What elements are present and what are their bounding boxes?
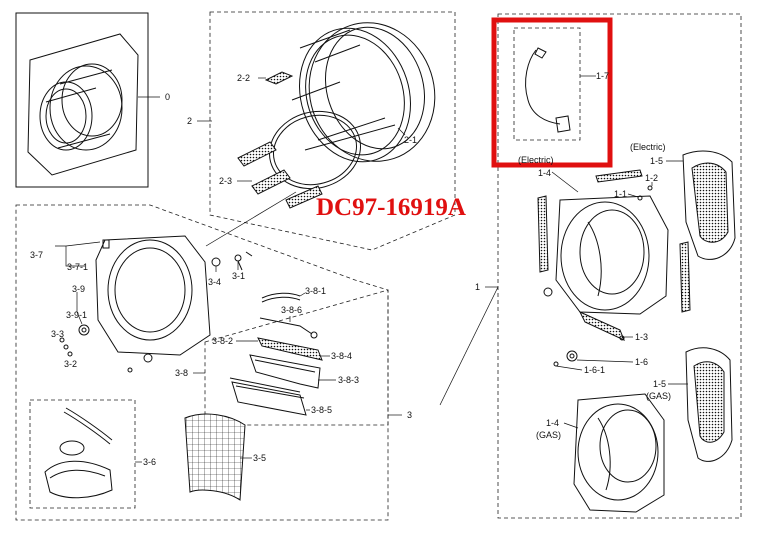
sensor-part[interactable] <box>234 251 253 271</box>
filter-cover-part[interactable] <box>257 337 323 361</box>
felt-seal-part[interactable] <box>264 71 294 85</box>
label-3-2: 3-2 <box>64 359 77 369</box>
screw-part-lower[interactable] <box>127 367 133 373</box>
label-3-8-6: 3-8-6 <box>281 305 302 315</box>
label-1-5-electric: 1-5 <box>650 156 663 166</box>
label-electric: (Electric) <box>630 142 666 152</box>
label-0: 0 <box>165 92 170 102</box>
part-number: DC97-16919A <box>316 194 466 221</box>
lint-filter-part[interactable] <box>184 413 246 501</box>
label-3-1: 3-1 <box>232 271 245 281</box>
roller-part-lower[interactable] <box>143 353 153 363</box>
filter-case-part[interactable] <box>229 377 307 416</box>
door-seal-group-frame <box>29 399 136 509</box>
drum-group-frame <box>209 11 456 251</box>
rear-frame-group-frame <box>497 13 742 519</box>
label-1-7: 1-7 <box>596 71 609 81</box>
rear-bracket-part[interactable] <box>537 169 691 313</box>
screw-1-2[interactable] <box>647 185 653 191</box>
filter-duct-part[interactable] <box>249 354 321 389</box>
label-3-3: 3-3 <box>51 329 64 339</box>
label-2: 2 <box>187 116 192 126</box>
drum-assembly-part[interactable] <box>27 33 139 176</box>
wire-harness-part[interactable] <box>525 47 571 133</box>
label-gas-frame: (GAS) <box>536 430 561 440</box>
label-3-8: 3-8 <box>175 368 188 378</box>
label-3-6: 3-6 <box>143 457 156 467</box>
label-2-3: 2-3 <box>219 176 232 186</box>
drum-assembly-group <box>15 12 160 188</box>
rear-frame-group <box>439 13 742 519</box>
rear-roller-part[interactable] <box>543 287 553 297</box>
highlight-box <box>491 17 613 168</box>
drum-group <box>197 6 456 251</box>
label-1-6: 1-6 <box>635 357 648 367</box>
door-seal-part[interactable] <box>44 407 113 499</box>
filter-seal-part[interactable] <box>261 292 301 303</box>
label-3: 3 <box>407 410 412 420</box>
label-1-6-1: 1-6-1 <box>584 365 605 375</box>
roller-screw-part[interactable] <box>553 361 559 367</box>
label-3-8-5: 3-8-5 <box>311 405 332 415</box>
label-2-2: 2-2 <box>237 73 250 83</box>
label-1-4-electric: 1-4 <box>538 168 551 178</box>
label-electric-small: (Electric) <box>518 155 554 165</box>
label-3-7-1: 3-7-1 <box>67 262 88 272</box>
rear-duct-gas-part[interactable] <box>685 347 733 462</box>
label-3-8-4: 3-8-4 <box>331 351 352 361</box>
harness-frame <box>513 27 581 141</box>
label-3-8-3: 3-8-3 <box>338 375 359 385</box>
drum-lifter-part[interactable] <box>237 141 323 209</box>
filter-housing-frame <box>204 289 389 426</box>
front-frame-part[interactable] <box>95 235 211 356</box>
label-3-4: 3-4 <box>208 277 221 287</box>
screw-1-1[interactable] <box>637 195 643 201</box>
assembly-frame <box>15 12 149 188</box>
bearing-part[interactable] <box>211 257 221 267</box>
label-1: 1 <box>475 282 480 292</box>
rear-duct-electric-part[interactable] <box>682 150 736 260</box>
rear-frame-electric-part[interactable] <box>555 195 669 315</box>
rear-frame-gas-part[interactable] <box>573 393 665 513</box>
label-1-2: 1-2 <box>645 173 658 183</box>
filter-sensor-part[interactable] <box>259 317 318 339</box>
drum-part[interactable] <box>283 14 440 177</box>
screw-part[interactable] <box>59 337 73 357</box>
label-3-8-2: 3-8-2 <box>212 336 233 346</box>
label-gas-duct: (GAS) <box>646 391 671 401</box>
label-1-5-gas: 1-5 <box>653 379 666 389</box>
leader-line <box>205 191 297 247</box>
label-1-3: 1-3 <box>635 332 648 342</box>
roller-part[interactable] <box>78 324 90 336</box>
label-2-1: 2-1 <box>404 135 417 145</box>
label-3-5: 3-5 <box>253 453 266 463</box>
label-3-9: 3-9 <box>72 284 85 294</box>
roller-1-6-part[interactable] <box>566 350 578 362</box>
drum-ring-part[interactable] <box>261 6 453 198</box>
front-frame-group <box>15 204 402 521</box>
heater-part[interactable] <box>578 310 625 341</box>
label-3-8-1: 3-8-1 <box>305 286 326 296</box>
label-1-4-gas: 1-4 <box>546 418 559 428</box>
label-3-7: 3-7 <box>30 250 43 260</box>
label-3-9-1: 3-9-1 <box>66 310 87 320</box>
label-1-1: 1-1 <box>614 189 627 199</box>
